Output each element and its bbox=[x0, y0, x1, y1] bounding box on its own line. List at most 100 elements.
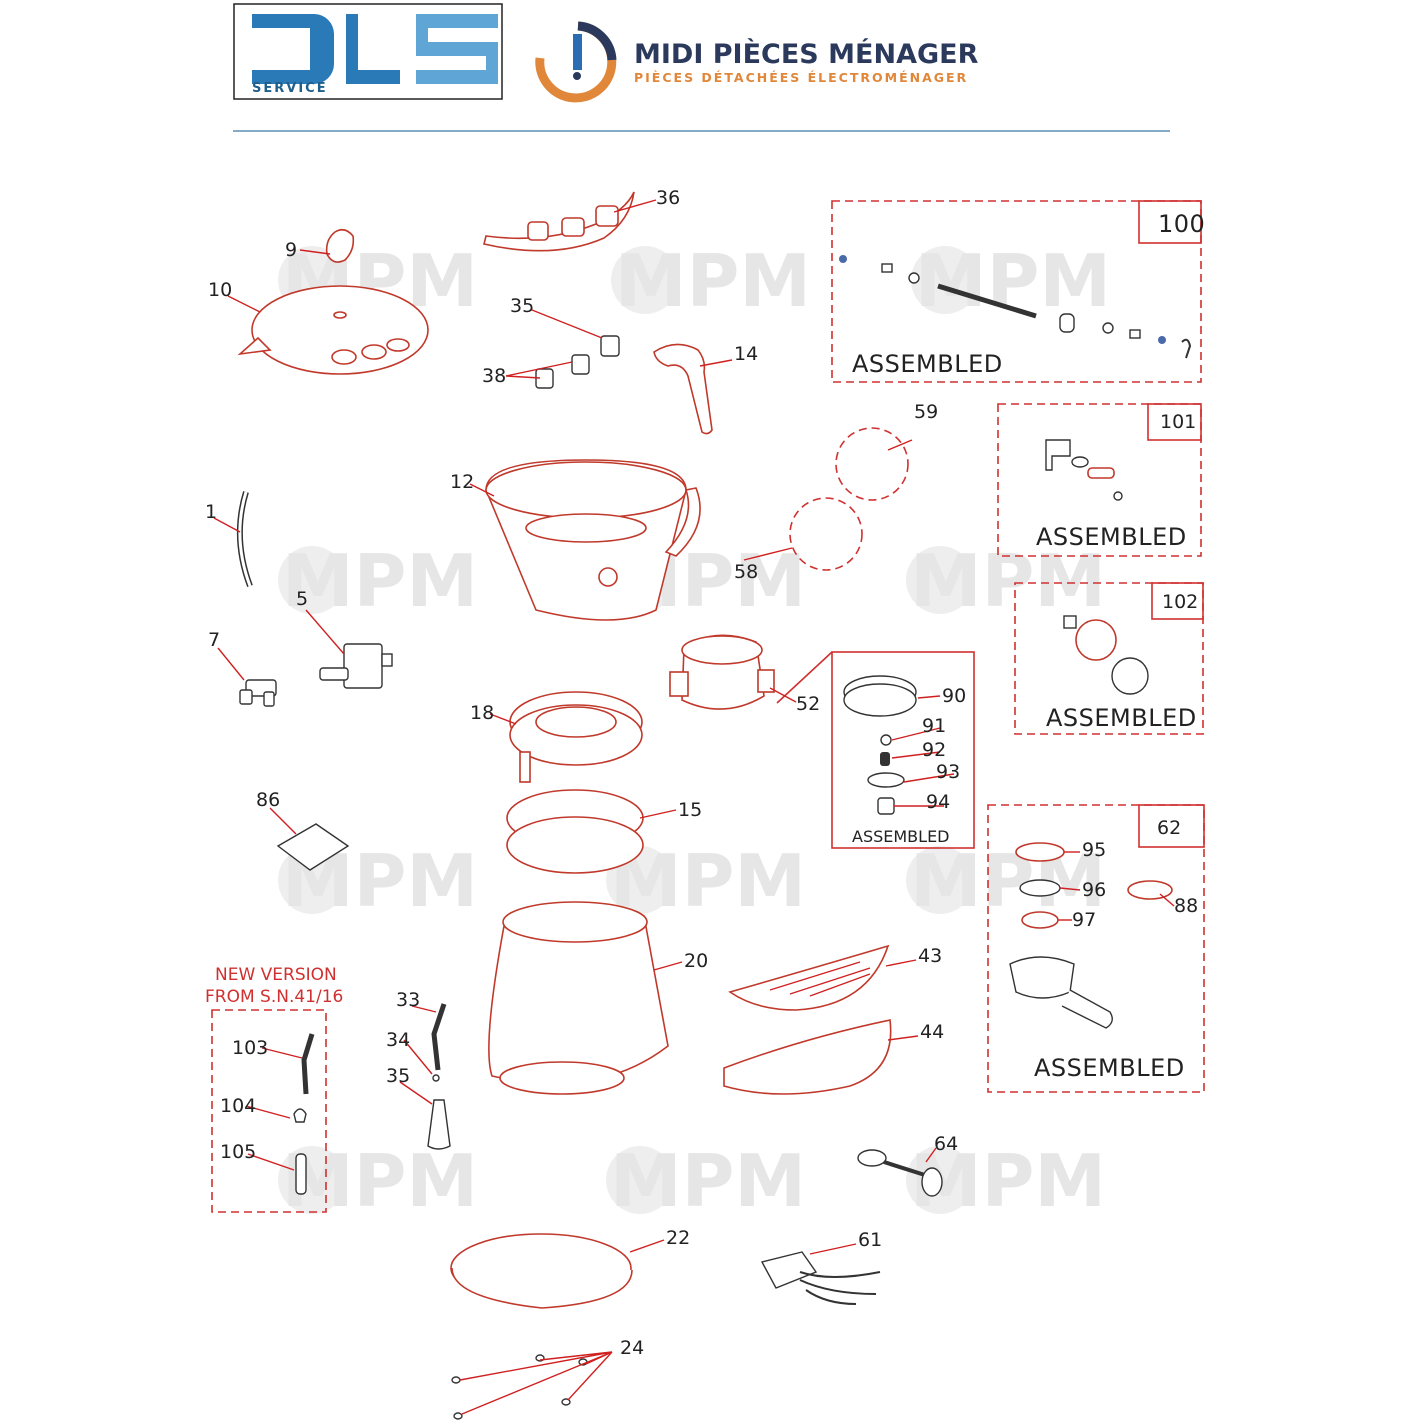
watermark: MPM bbox=[278, 1139, 478, 1223]
midi-pieces-logo: MIDI PIÈCES MÉNAGER PIÈCES DÉTACHÉES ÉLE… bbox=[535, 21, 979, 103]
part-20-body bbox=[488, 901, 669, 1095]
part-14-handle bbox=[653, 343, 713, 435]
dls-logo-subtitle: SERVICE bbox=[252, 81, 328, 96]
assembly-id-62: 62 bbox=[1157, 817, 1181, 839]
svg-text:MPM: MPM bbox=[610, 839, 806, 923]
callout-5: 5 bbox=[296, 588, 308, 610]
assembly-label-101: ASSEMBLED bbox=[1036, 523, 1187, 551]
brand-name: MIDI PIÈCES MÉNAGER bbox=[634, 38, 979, 70]
part-35-nozzle bbox=[427, 1099, 451, 1150]
svg-text:MPM: MPM bbox=[615, 239, 811, 323]
callout-15: 15 bbox=[678, 799, 702, 821]
callout-33: 33 bbox=[396, 989, 420, 1011]
watermark: MPM bbox=[606, 1139, 806, 1223]
assembly-label-100: ASSEMBLED bbox=[852, 350, 1003, 378]
callout-61: 61 bbox=[858, 1229, 882, 1251]
callout-1: 1 bbox=[205, 501, 217, 523]
callout-35: 35 bbox=[386, 1065, 410, 1087]
part-52-boiler bbox=[669, 634, 775, 710]
callout-92: 92 bbox=[922, 739, 946, 761]
part-39-switch-b bbox=[535, 368, 554, 389]
callout-96: 96 bbox=[1082, 879, 1106, 901]
callout-12: 12 bbox=[450, 471, 474, 493]
svg-text:MPM: MPM bbox=[610, 1139, 806, 1223]
callout-103: 103 bbox=[232, 1037, 268, 1059]
callout-20: 20 bbox=[684, 950, 708, 972]
assembly-id-101: 101 bbox=[1160, 411, 1196, 433]
callout-104: 104 bbox=[220, 1095, 256, 1117]
part-103-tube bbox=[301, 1033, 315, 1095]
watermark: MPM bbox=[906, 1139, 1106, 1223]
part-12-tank bbox=[485, 459, 701, 621]
pump-group-parts bbox=[843, 675, 917, 815]
part-104-clip bbox=[293, 1108, 307, 1123]
callout-38: 36 bbox=[656, 187, 680, 209]
callout-9: 9 bbox=[285, 239, 297, 261]
part-39-switch-a bbox=[571, 354, 590, 375]
svg-text:MPM: MPM bbox=[910, 539, 1106, 623]
callout-43: 43 bbox=[918, 945, 942, 967]
part-18-ring bbox=[509, 691, 643, 783]
callout-59: 59 bbox=[914, 401, 938, 423]
callout-10: 10 bbox=[208, 279, 232, 301]
watermarks: MPM MPM MPM MPM MPM MPM MPM MPM MPM MPM … bbox=[278, 239, 1111, 1223]
callout-24: 24 bbox=[620, 1337, 644, 1359]
callout-64: 64 bbox=[934, 1133, 958, 1155]
watermark: MPM bbox=[606, 839, 806, 923]
callout-44: 44 bbox=[920, 1021, 944, 1043]
callout-105: 105 bbox=[220, 1141, 256, 1163]
svg-text:MPM: MPM bbox=[282, 539, 478, 623]
part-34-oring bbox=[432, 1074, 440, 1082]
assembly-label-62: ASSEMBLED bbox=[1034, 1054, 1185, 1082]
assembly-102-parts bbox=[1063, 615, 1149, 695]
parts bbox=[236, 191, 1192, 1420]
callout-86: 86 bbox=[256, 789, 280, 811]
watermark: MPM bbox=[611, 239, 811, 323]
part-105-pin bbox=[295, 1153, 307, 1195]
callout-34: 34 bbox=[386, 1029, 410, 1051]
callout-94: 94 bbox=[926, 791, 950, 813]
callout-90: 90 bbox=[942, 685, 966, 707]
new-version-line2: FROM S.N.41/16 bbox=[205, 987, 343, 1007]
part-38-button-panel bbox=[483, 191, 635, 252]
assembly-62-parts bbox=[1009, 842, 1173, 1029]
callout-numbers: 9 10 36 35 38 14 12 1 5 7 52 18 15 86 20… bbox=[205, 187, 1198, 1359]
part-5-pump bbox=[319, 643, 393, 689]
part-36-switch bbox=[600, 335, 620, 357]
dls-logo: SERVICE bbox=[233, 3, 503, 100]
assembly-label-pump-group: ASSEMBLED bbox=[852, 827, 950, 846]
assembly-id-100: 100 bbox=[1158, 210, 1205, 238]
part-43-drip-grid bbox=[728, 944, 890, 1011]
new-version-line1: NEW VERSION bbox=[215, 965, 337, 985]
leader-lines bbox=[213, 199, 1175, 1415]
watermark: MPM bbox=[278, 539, 478, 623]
callout-52: 52 bbox=[796, 693, 820, 715]
assembly-label-102: ASSEMBLED bbox=[1046, 704, 1197, 732]
part-10-lid bbox=[237, 285, 429, 375]
assembly-boxes: 100 ASSEMBLED 101 ASSEMBLED 102 ASSEMBLE… bbox=[205, 200, 1205, 1213]
callout-14: 14 bbox=[734, 343, 758, 365]
part-61-cable bbox=[760, 1251, 881, 1305]
part-58-group bbox=[789, 497, 863, 571]
assembly-100-parts bbox=[839, 255, 1192, 359]
callout-7: 7 bbox=[208, 629, 220, 651]
part-7-valve bbox=[239, 679, 277, 707]
watermark: MPM bbox=[906, 539, 1106, 623]
callout-95: 95 bbox=[1082, 839, 1106, 861]
svg-text:MPM: MPM bbox=[910, 1139, 1106, 1223]
callout-18: 18 bbox=[470, 702, 494, 724]
assembly-id-102: 102 bbox=[1162, 591, 1198, 613]
assembly-box-101 bbox=[997, 403, 1202, 557]
callout-36: 35 bbox=[510, 295, 534, 317]
assembly-box-102 bbox=[1014, 582, 1204, 735]
watermark: MPM bbox=[278, 839, 478, 923]
assembly-101-parts bbox=[1045, 439, 1123, 501]
callout-39: 38 bbox=[482, 365, 506, 387]
callout-93: 93 bbox=[936, 761, 960, 783]
part-9-knob bbox=[325, 228, 355, 263]
part-22-base bbox=[450, 1233, 633, 1309]
callout-88: 88 bbox=[1174, 895, 1198, 917]
svg-text:MPM: MPM bbox=[910, 839, 1106, 923]
brand-tagline: PIÈCES DÉTACHÉES ÉLECTROMÉNAGER bbox=[634, 70, 968, 85]
